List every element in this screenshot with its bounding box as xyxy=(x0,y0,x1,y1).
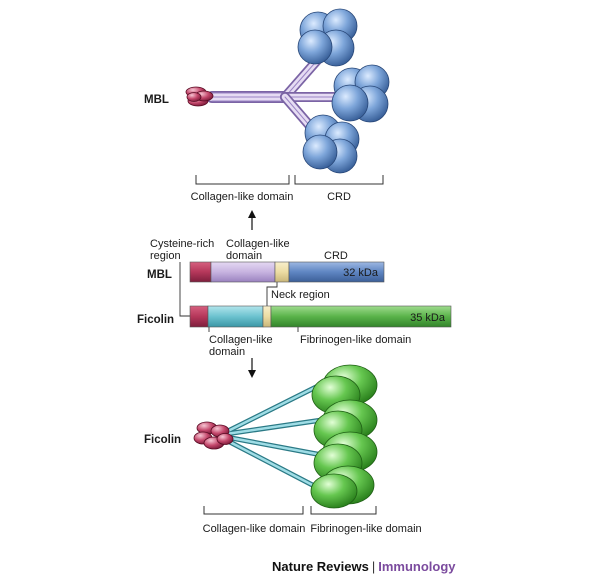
ficolin-bottom-collagen-label: Collagen-like domain xyxy=(203,523,306,535)
ficolin-fibrinogen-segment xyxy=(270,305,452,328)
mbl-mass-label: 32 kDa xyxy=(343,267,379,279)
ficolin-bottom-brackets xyxy=(203,506,377,515)
neck-region-label: Neck region xyxy=(271,289,330,301)
ficolin-collagen-segment xyxy=(207,305,264,328)
ficolin-structure: Ficolin Collagen-like domain Fibrinogen-… xyxy=(144,364,422,535)
mbl-collagen-segment xyxy=(210,261,276,283)
ficolin-mass-label: 35 kDa xyxy=(410,312,446,324)
arrow-down-icon xyxy=(248,358,256,378)
ficolin-collagen-stalks xyxy=(223,381,325,493)
publisher-name: Nature Reviews xyxy=(272,559,369,574)
journal-footer: Nature Reviews|Immunology xyxy=(272,559,456,574)
crd-bar-label: CRD xyxy=(324,250,348,262)
domain-bars: Cysteine-rich region Collagen-like domai… xyxy=(137,238,452,358)
mbl-cysteine-knot xyxy=(185,86,214,107)
cysteine-label-line1: Cysteine-rich xyxy=(150,238,214,250)
arrow-up-icon xyxy=(248,210,256,230)
mbl-crd-segment xyxy=(288,261,385,283)
cysteine-label-line2: region xyxy=(150,250,181,262)
footer-separator: | xyxy=(371,559,376,574)
ficolin-bar-label: Ficolin xyxy=(137,314,174,326)
mbl-top-label: MBL xyxy=(144,94,169,106)
ficolin-bar xyxy=(189,305,452,328)
fibrinogen-bar-label: Fibrinogen-like domain xyxy=(300,334,411,346)
mbl-bar xyxy=(189,261,385,283)
collagen-label-line2: domain xyxy=(226,250,262,262)
ficolin-collagen-line2: domain xyxy=(209,346,245,358)
mbl-bar-label: MBL xyxy=(147,269,172,281)
mbl-cysteine-segment xyxy=(189,261,212,283)
mbl-top-collagen-label: Collagen-like domain xyxy=(191,191,294,203)
ficolin-bottom-fibrinogen-label: Fibrinogen-like domain xyxy=(310,523,421,535)
ficolin-neck-segment xyxy=(262,305,272,328)
ficolin-cysteine-segment xyxy=(189,305,209,328)
journal-name: Immunology xyxy=(378,559,456,574)
ficolin-collagen-line1: Collagen-like xyxy=(209,334,273,346)
mbl-crd-heads xyxy=(297,8,390,174)
ficolin-bottom-label: Ficolin xyxy=(144,434,181,446)
ficolin-cysteine-knot xyxy=(193,421,234,450)
collagen-label-line1: Collagen-like xyxy=(226,238,290,250)
mbl-neck-segment xyxy=(274,261,290,283)
mbl-top-brackets xyxy=(195,175,384,185)
ficolin-fibrinogen-heads xyxy=(310,364,378,509)
mbl-structure: MBL Collagen-like domain CRD xyxy=(144,8,390,203)
mbl-top-crd-label: CRD xyxy=(327,191,351,203)
